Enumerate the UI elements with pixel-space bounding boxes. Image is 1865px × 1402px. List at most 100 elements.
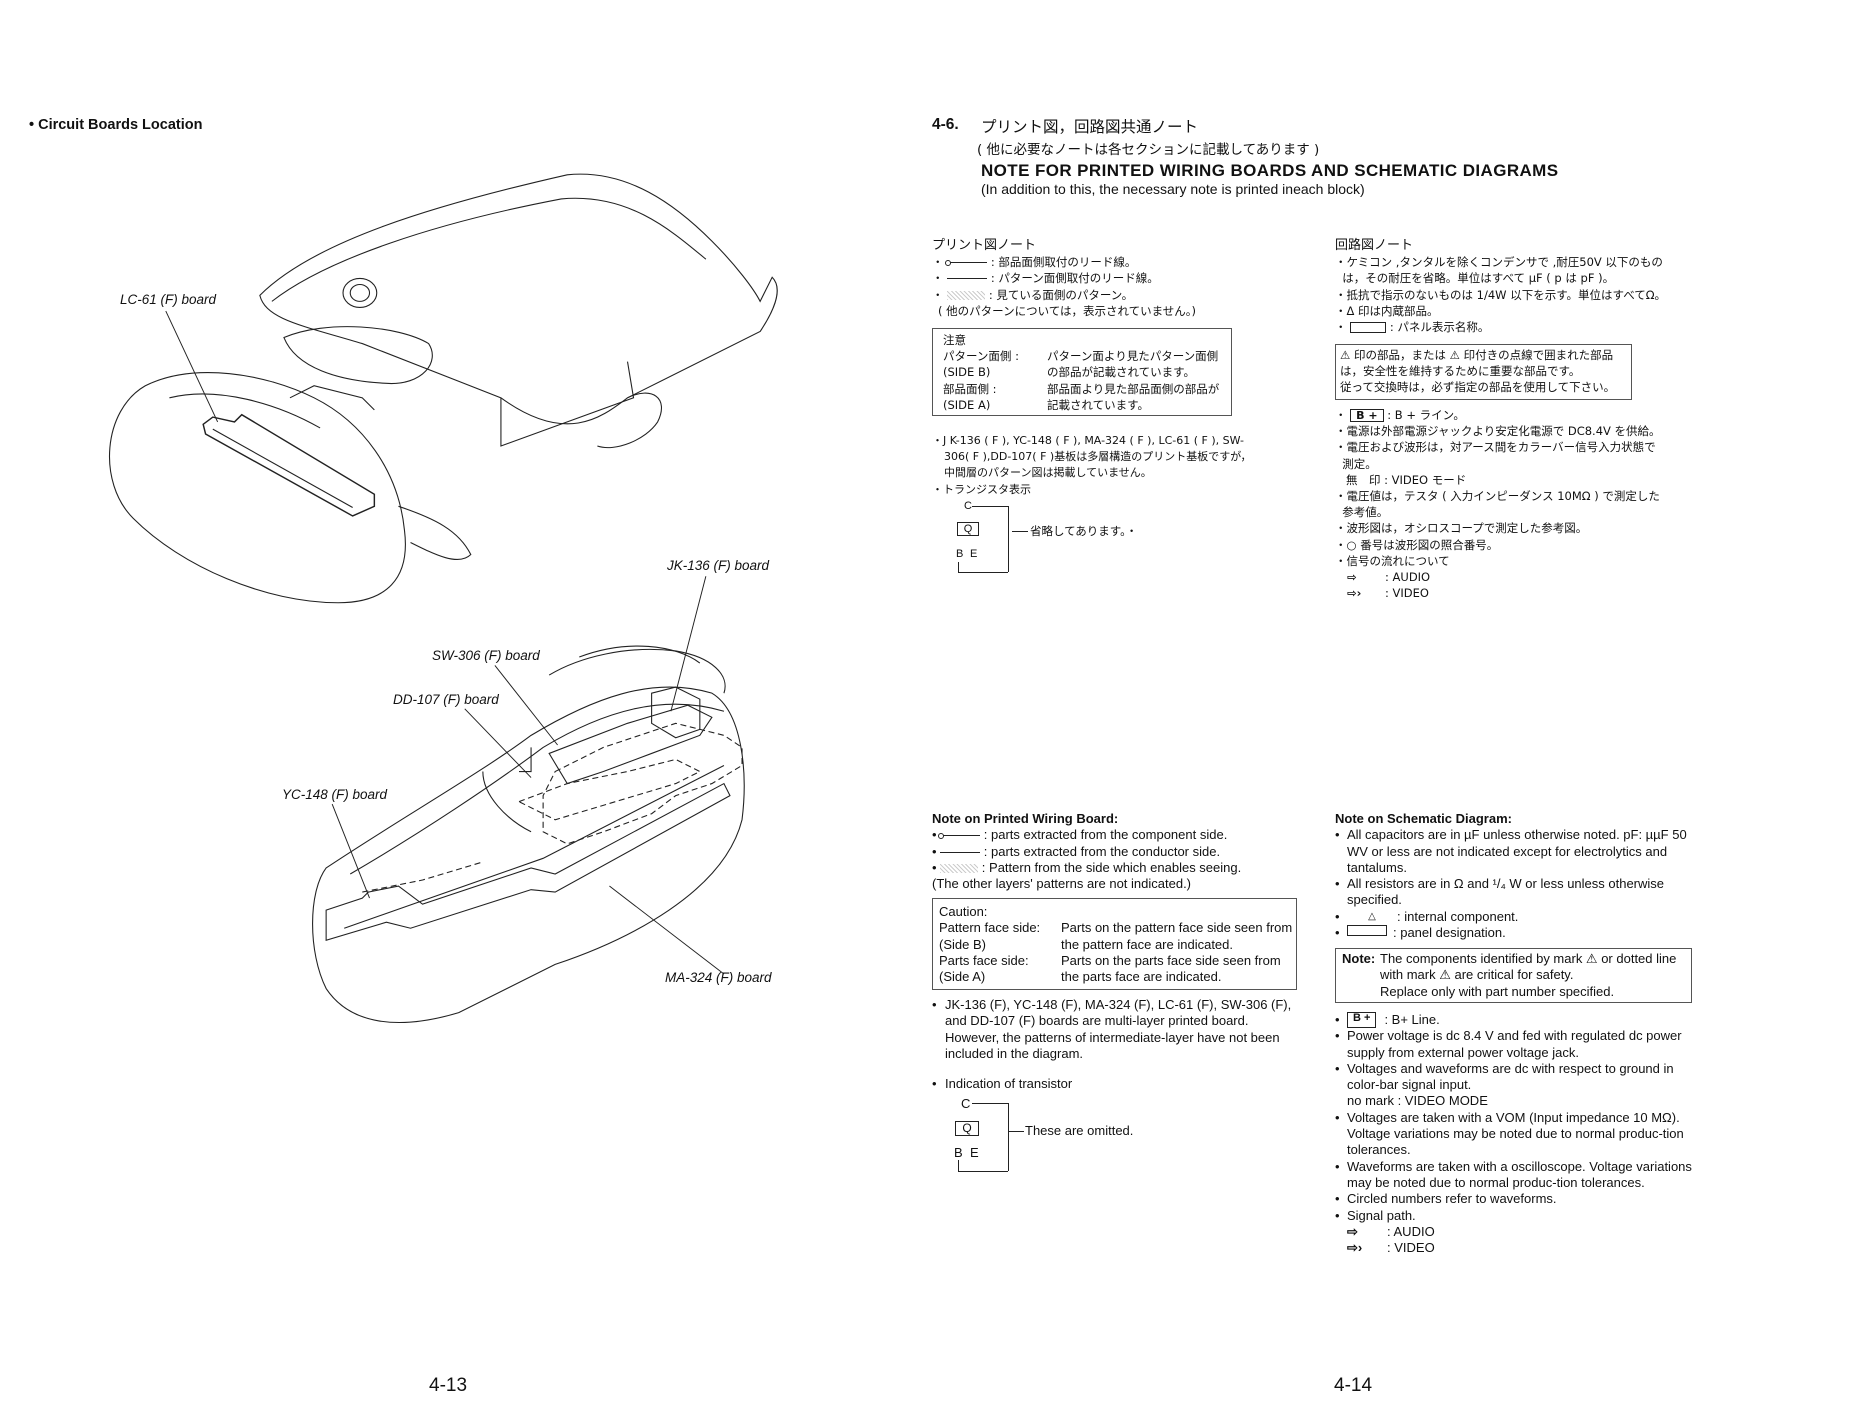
jp-schematic-item: は，その耐圧を省略。単位はすべて µF ( p は pF )。 xyxy=(1335,271,1615,286)
jp-transistor-diagram: C Q B E xyxy=(950,500,1010,578)
jp-warning-line: は，安全性を維持するために重要な部品です。 xyxy=(1340,364,1581,379)
jp-video-note: : VIDEO xyxy=(1385,586,1429,601)
en-transistor-heading: •Indication of transistor xyxy=(932,1076,1073,1091)
label-jk136-board: JK-136 (F) board xyxy=(667,558,770,573)
jp-schematic-item: ・Δ 印は内蔵部品。 xyxy=(1335,303,1439,318)
jp-schematic-item: 測定。 xyxy=(1335,456,1377,471)
panel-box-icon xyxy=(1347,925,1387,937)
en-transistor-heading-text: Indication of transistor xyxy=(945,1076,1073,1091)
jp-schematic-item: ・電源は外部電源ジャックより安定化電源で DC8.4V を供給。 xyxy=(1335,424,1661,439)
en-schematic-item: Voltages and waveforms are dc with respe… xyxy=(1347,1060,1674,1109)
transistor-q-icon: Q xyxy=(957,522,979,536)
label-lc61-board: LC-61 (F) board xyxy=(120,292,217,307)
jp-schematic-item: ・ケミコン ,タンタルを除くコンデンサで ,耐圧50V 以下のもの xyxy=(1335,255,1663,270)
jp-schematic-item: ・電圧および波形は，対アース間をカラーバー信号入力状態で xyxy=(1335,440,1656,455)
camcorder-drawing xyxy=(312,645,745,1023)
label-dd107-board: DD-107 (F) board xyxy=(393,692,499,707)
jp-multilayer-note: ・J K-136 ( F ), YC-148 ( F ), MA-324 ( F… xyxy=(932,433,1252,498)
audio-arrow-icon: ⇨ xyxy=(1347,570,1357,585)
jp-caution-title: 注意 xyxy=(943,333,966,347)
en-bplus-note: : B+ Line. xyxy=(1384,1012,1440,1027)
en-pwb-other: (The other layers' patterns are not indi… xyxy=(932,876,1192,892)
page-number-left: 4-13 xyxy=(429,1375,468,1396)
caution-desc: パターン面より見たパターン面側 xyxy=(1047,349,1219,364)
en-schematic-item: Power voltage is dc 8.4 V and fed with r… xyxy=(1347,1028,1682,1060)
label-yc148-board: YC-148 (F) board xyxy=(282,787,388,802)
note-line: The components identified by mark ⚠ or d… xyxy=(1380,951,1677,966)
caution-term: (SIDE B) xyxy=(943,365,991,380)
en-schematic-notes-2: •B +: B+ Line. •Power voltage is dc 8.4 … xyxy=(1335,1012,1695,1256)
pattern-swatch-icon xyxy=(947,290,986,300)
en-caution-box: Caution: Pattern face side: Parts on the … xyxy=(932,898,1297,990)
audio-arrow-icon: ⇨ xyxy=(1347,1223,1358,1239)
jp-schematic-heading: 回路図ノート xyxy=(1335,238,1414,253)
jp-bplus-note: : B + ライン。 xyxy=(1387,408,1465,422)
caution-term: Parts face side: xyxy=(939,952,1029,968)
caution-desc: the parts face are indicated. xyxy=(1061,969,1222,985)
jp-multilayer-line: ・J K-136 ( F ), YC-148 ( F ), MA-324 ( F… xyxy=(932,434,1244,447)
en-safety-note-box: Note: The components identified by mark ⚠… xyxy=(1335,948,1692,1003)
note-label: Note: xyxy=(1342,951,1376,966)
caution-desc: 記載されています。 xyxy=(1047,397,1150,412)
base-label: B xyxy=(954,1145,963,1160)
caution-term: (SIDE A) xyxy=(943,397,991,412)
bplus-box-icon: B + xyxy=(1350,409,1384,422)
en-pwb-item: : parts extracted from the component sid… xyxy=(983,827,1228,843)
jp-warning-box: ⚠ 印の部品，または ⚠ 印付きの点線で囲まれた部品 は，安全性を維持するために… xyxy=(1335,344,1632,400)
jp-schematic-item: 参考値。 xyxy=(1335,505,1389,520)
headset-viewer-drawing xyxy=(108,173,778,604)
note-line: Replace only with part number specified. xyxy=(1380,983,1615,999)
en-schematic-item: Waveforms are taken with a oscilloscope.… xyxy=(1347,1158,1692,1190)
jp-caution-box: 注意 パターン面側 :パターン面より見たパターン面側 (SIDE B)の部品が記… xyxy=(932,328,1232,416)
en-pwb-heading: Note on Printed Wiring Board: xyxy=(932,811,1119,826)
jp-audio-note: : AUDIO xyxy=(1385,570,1431,585)
subtitle-jp: ( 他に必要なノートは各セクションに記載してあります ) xyxy=(977,142,1320,158)
jp-schematic-item: 無 印 : VIDEO モード xyxy=(1335,472,1467,487)
en-schematic-item: All resistors are in Ω and ¹/₄ W or less… xyxy=(1347,876,1665,908)
video-arrow-icon: ⇨› xyxy=(1347,1240,1363,1256)
note-line: with mark ⚠ are critical for safety. xyxy=(1380,967,1574,983)
caution-desc: Parts on the parts face side seen from xyxy=(1061,952,1281,968)
leader-lines xyxy=(165,310,725,975)
en-transistor-note: These are omitted. xyxy=(1025,1123,1134,1138)
jp-pwb-notes: プリント図ノート ・ : 部品面側取付のリード線。 ・ : パターン面側取付のリ… xyxy=(932,238,1197,318)
en-caution-title: Caution: xyxy=(939,904,988,919)
jp-multilayer-line: 中間層のパターン図は掲載していません。 xyxy=(944,466,1152,480)
jp-schematic-notes: 回路図ノート ・ケミコン ,タンタルを除くコンデンサで ,耐圧50V 以下のもの… xyxy=(1335,238,1667,335)
jp-pwb-other: ( 他のパターンについては，表示されていません。) xyxy=(938,303,1197,318)
en-multilayer-text: JK-136 (F), YC-148 (F), MA-324 (F), LC-6… xyxy=(945,997,1292,1061)
page-number-right: 4-14 xyxy=(1334,1375,1373,1396)
caution-term: Pattern face side: xyxy=(939,920,1041,936)
emitter-label: E xyxy=(970,1145,979,1160)
en-schematic-item: Signal path. xyxy=(1347,1207,1416,1223)
label-sw306-board: SW-306 (F) board xyxy=(432,648,540,663)
emitter-label: E xyxy=(970,548,978,560)
conductor-lead-icon xyxy=(940,851,981,853)
en-schematic-notes: Note on Schematic Diagram: •All capacito… xyxy=(1335,811,1695,941)
en-schematic-item: : internal component. xyxy=(1397,908,1519,924)
jp-pwb-item: : パターン面側取付のリード線。 xyxy=(990,271,1159,286)
jp-pwb-item: : 部品面側取付のリード線。 xyxy=(990,255,1137,270)
jp-pwb-item: : 見ている面側のパターン。 xyxy=(988,287,1134,302)
caution-desc: の部品が記載されています。 xyxy=(1047,365,1196,380)
jp-schematic-notes-2: ・ B + : B + ライン。 ・電源は外部電源ジャックより安定化電源で DC… xyxy=(1335,408,1661,601)
caution-desc: the pattern face are indicated. xyxy=(1061,936,1234,952)
en-schematic-heading: Note on Schematic Diagram: xyxy=(1335,811,1512,826)
en-schematic-item: Circled numbers refer to waveforms. xyxy=(1347,1191,1557,1207)
transistor-q-icon: Q xyxy=(955,1121,979,1136)
title-jp: プリント図，回路図共通ノート xyxy=(981,118,1199,136)
collector-label: C xyxy=(961,1096,971,1111)
jp-panel-note: : パネル表示名称。 xyxy=(1389,320,1490,335)
base-label: B xyxy=(956,548,964,560)
conductor-lead-icon xyxy=(947,278,988,280)
jp-pwb-heading: プリント図ノート xyxy=(932,238,1037,253)
component-lead-icon xyxy=(945,260,988,267)
internal-triangle-icon: △ xyxy=(1368,910,1376,922)
jp-multilayer-line: 306( F ),DD-107( F )基板は多層構造のプリント基板ですが， xyxy=(944,450,1252,464)
caution-term: (Side A) xyxy=(939,969,986,985)
title-en: NOTE FOR PRINTED WIRING BOARDS AND SCHEM… xyxy=(981,161,1559,180)
section-number: 4-6. xyxy=(932,116,959,133)
panel-box-icon xyxy=(1350,322,1387,334)
jp-transistor-note: 省略してあります。・ xyxy=(1030,524,1138,538)
caution-desc: 部品面より見た部品面側の部品が xyxy=(1047,381,1220,396)
